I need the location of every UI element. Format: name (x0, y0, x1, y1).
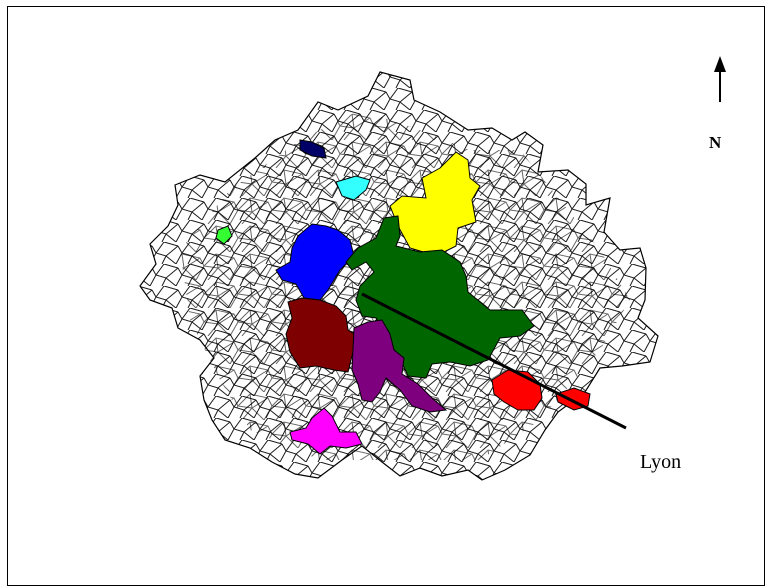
region-red (491, 369, 591, 411)
north-arrow-icon (714, 56, 726, 102)
region-green-small (215, 225, 233, 245)
region-green (345, 215, 535, 379)
road-to-lyon-line (361, 292, 627, 430)
region-magenta (289, 407, 363, 455)
region-dark-red (285, 297, 359, 373)
city-label-lyon: Lyon (640, 451, 682, 473)
region-blue (275, 223, 355, 301)
region-map (139, 56, 726, 481)
north-label: N (709, 133, 722, 152)
region-purple (351, 319, 448, 413)
region-cyan (335, 175, 371, 201)
region-yellow (389, 151, 481, 255)
colored-regions (215, 139, 591, 455)
region-navy (299, 139, 327, 159)
